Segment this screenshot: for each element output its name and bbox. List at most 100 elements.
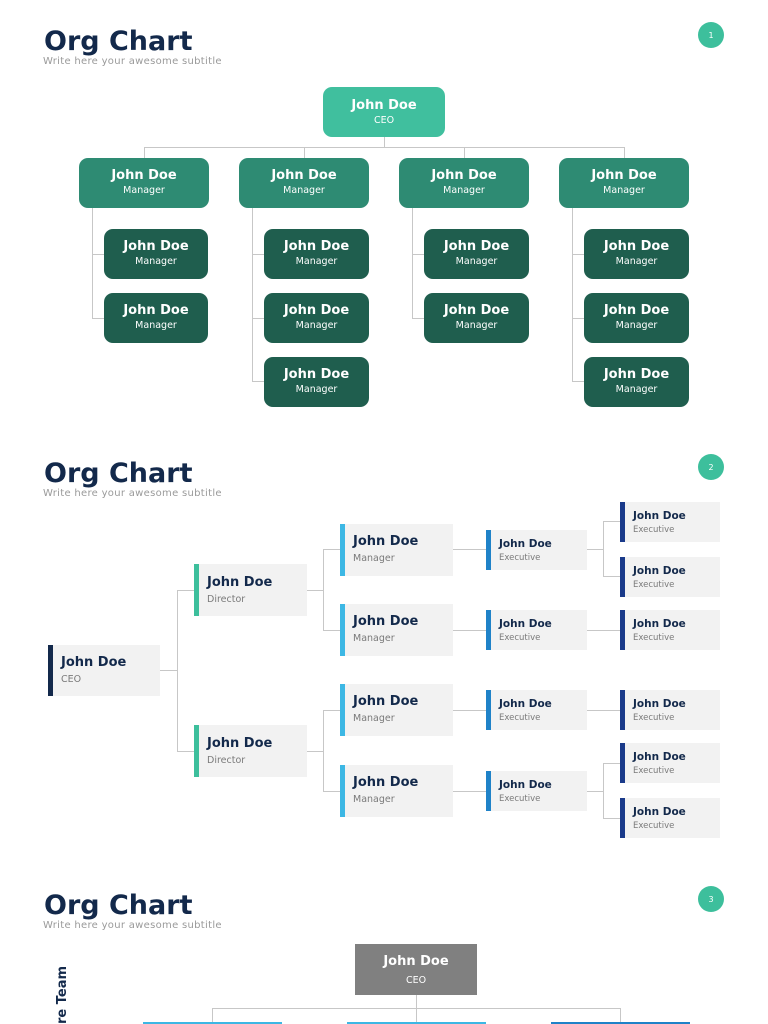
- connector: [624, 147, 625, 159]
- slide-3-title: Org Chart: [44, 890, 193, 921]
- slide-3-page-badge: 3: [698, 886, 724, 912]
- report-name: John Doe: [443, 239, 510, 254]
- leaf-name: John Doe: [633, 698, 686, 710]
- connector: [252, 381, 265, 382]
- ceo-role: CEO: [61, 674, 82, 685]
- report-card: John Doe Manager: [104, 229, 208, 279]
- report-name: John Doe: [283, 239, 350, 254]
- leaf-role: Executive: [633, 525, 675, 535]
- connector: [177, 751, 195, 752]
- connector: [412, 254, 425, 255]
- connector: [252, 318, 265, 319]
- report-role: Manager: [295, 256, 338, 267]
- connector: [252, 254, 265, 255]
- slide-3-subtitle: Write here your awesome subtitle: [43, 920, 222, 931]
- connector: [144, 147, 625, 148]
- ceo-role: CEO: [373, 115, 395, 126]
- report-name: John Doe: [603, 303, 670, 318]
- connector: [144, 147, 145, 159]
- connector: [307, 590, 324, 591]
- executive-name: John Doe: [499, 779, 552, 791]
- manager-name: John Doe: [353, 694, 419, 709]
- connector: [453, 630, 487, 631]
- report-card: John Doe Manager: [424, 229, 529, 279]
- director-role: Director: [207, 755, 246, 766]
- director-name: John Doe: [207, 575, 273, 590]
- manager-role: Manager: [353, 553, 395, 564]
- manager-name: John Doe: [431, 168, 497, 183]
- manager-name: John Doe: [353, 534, 419, 549]
- executive-card: John Doe Executive: [486, 771, 587, 811]
- slide-1-page-badge: 1: [698, 22, 724, 48]
- report-role: Manager: [615, 320, 658, 331]
- report-name: John Doe: [443, 303, 510, 318]
- report-name: John Doe: [603, 239, 670, 254]
- slide-2-page-badge: 2: [698, 454, 724, 480]
- director-name: John Doe: [207, 736, 273, 751]
- child-card-top: [143, 1022, 282, 1024]
- connector: [212, 1008, 213, 1024]
- report-name: John Doe: [603, 367, 670, 382]
- executive-role: Executive: [499, 553, 541, 563]
- leaf-name: John Doe: [633, 618, 686, 630]
- report-role: Manager: [135, 320, 177, 331]
- connector: [587, 630, 621, 631]
- connector: [412, 207, 413, 319]
- connector: [603, 521, 604, 577]
- ceo-name: John Doe: [61, 655, 127, 670]
- report-name: John Doe: [283, 303, 350, 318]
- leaf-card: John Doe Executive: [620, 743, 720, 783]
- leaf-card: John Doe Executive: [620, 557, 720, 597]
- leaf-name: John Doe: [633, 806, 686, 818]
- report-card: John Doe Manager: [264, 293, 369, 343]
- executive-role: Executive: [499, 633, 541, 643]
- team-side-label: re Team: [55, 965, 70, 1024]
- manager-role: Manager: [123, 185, 165, 196]
- executive-card: John Doe Executive: [486, 530, 587, 570]
- slide-1-title: Org Chart: [44, 26, 193, 57]
- manager-name: John Doe: [111, 168, 177, 183]
- connector: [453, 710, 487, 711]
- slide-1-subtitle: Write here your awesome subtitle: [43, 56, 222, 67]
- connector: [603, 576, 621, 577]
- connector: [92, 207, 93, 319]
- manager-card: John Doe Manager: [399, 158, 529, 208]
- executive-name: John Doe: [499, 698, 552, 710]
- connector: [92, 254, 105, 255]
- executive-role: Executive: [499, 713, 541, 723]
- connector: [177, 590, 195, 591]
- connector: [323, 549, 341, 550]
- report-role: Manager: [615, 256, 658, 267]
- report-role: Manager: [135, 256, 177, 267]
- manager-role: Manager: [353, 713, 395, 724]
- report-name: John Doe: [123, 303, 189, 318]
- director-card: John Doe Director: [194, 564, 307, 616]
- manager-role: Manager: [353, 794, 395, 805]
- leaf-card: John Doe Executive: [620, 502, 720, 542]
- connector: [572, 318, 585, 319]
- connector: [160, 670, 178, 671]
- manager-role: Manager: [283, 185, 325, 196]
- connector: [587, 710, 621, 711]
- connector: [587, 549, 604, 550]
- report-name: John Doe: [283, 367, 350, 382]
- executive-name: John Doe: [499, 618, 552, 630]
- ceo-card: John Doe CEO: [355, 944, 477, 995]
- connector: [384, 136, 385, 148]
- connector: [323, 549, 324, 631]
- connector: [572, 254, 585, 255]
- leaf-role: Executive: [633, 821, 675, 831]
- connector: [572, 207, 573, 382]
- slide-2-subtitle: Write here your awesome subtitle: [43, 488, 222, 499]
- report-card: John Doe Manager: [584, 293, 689, 343]
- report-card: John Doe Manager: [584, 357, 689, 407]
- connector: [412, 318, 425, 319]
- connector: [587, 791, 604, 792]
- report-card: John Doe Manager: [264, 357, 369, 407]
- leaf-name: John Doe: [633, 510, 686, 522]
- leaf-card: John Doe Executive: [620, 690, 720, 730]
- manager-name: John Doe: [271, 168, 337, 183]
- child-card-top: [347, 1022, 486, 1024]
- connector: [323, 710, 324, 792]
- manager-name: John Doe: [353, 775, 419, 790]
